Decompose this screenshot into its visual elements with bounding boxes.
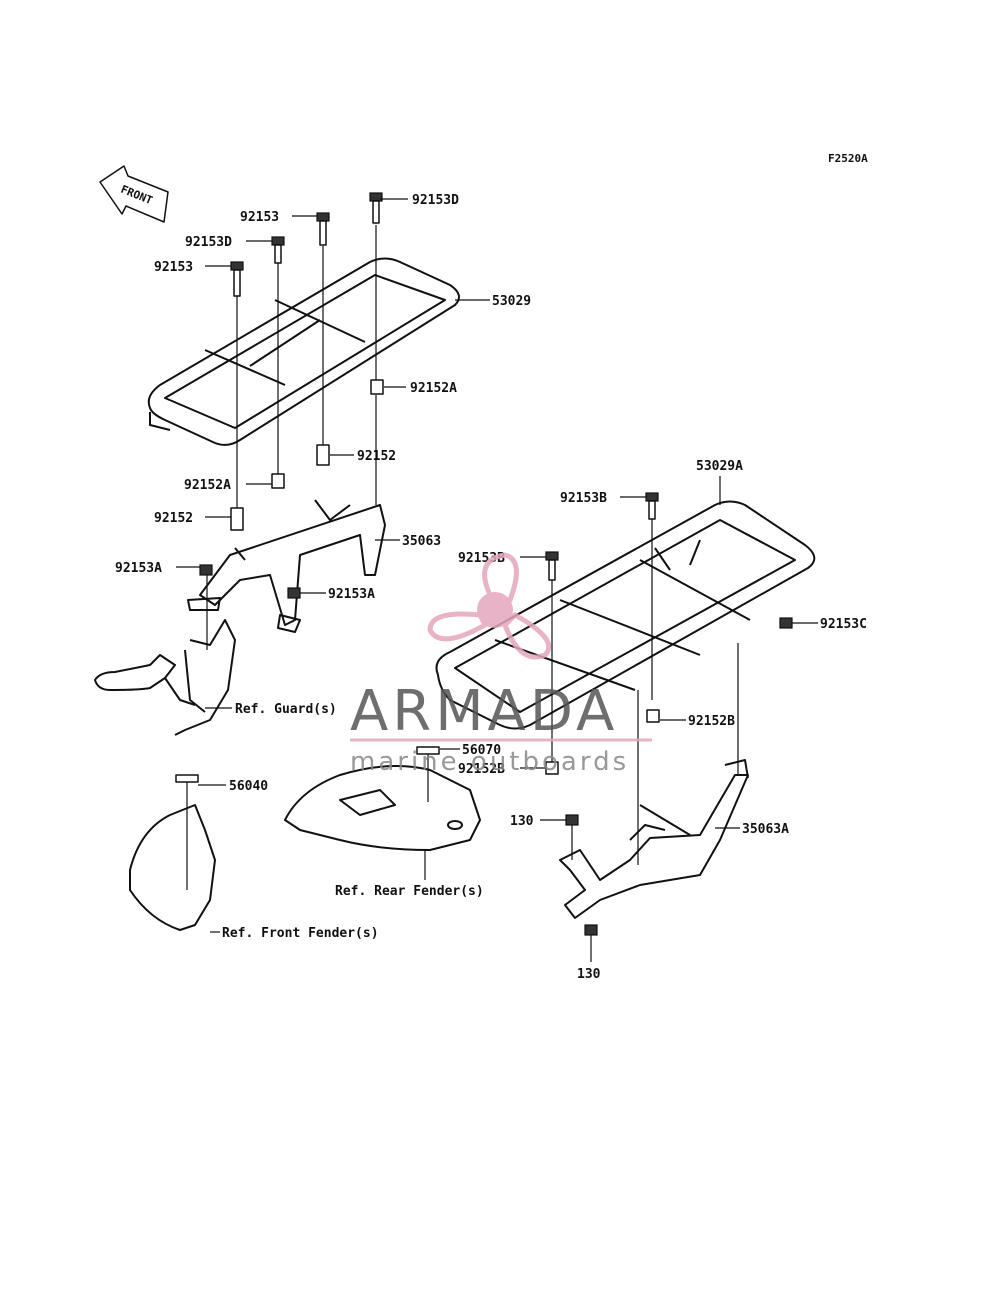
bolt-92153d-mid-icon xyxy=(271,236,285,264)
label-130-bottom: 130 xyxy=(577,967,601,982)
label-92153a-mid: 92153A xyxy=(328,587,375,602)
bolt-92153b-mid-icon xyxy=(545,551,559,581)
front-fender-reference xyxy=(129,774,216,931)
propeller-logo-icon xyxy=(427,552,552,660)
bolt-92153d-top-icon xyxy=(369,192,383,224)
bolt-92153-top-icon xyxy=(316,212,330,246)
front-direction-arrow: FRONT xyxy=(99,165,169,223)
label-92152b-right: 92152B xyxy=(688,714,735,729)
bolt-92153a-mid-icon xyxy=(287,587,301,599)
label-53029: 53029 xyxy=(492,294,531,309)
watermark-brand: ARMADA xyxy=(350,679,618,744)
label-leaders xyxy=(176,198,818,962)
bolt-92153-left-icon xyxy=(230,261,244,297)
label-92152-mid: 92152 xyxy=(357,449,396,464)
label-92153-left: 92153 xyxy=(154,260,193,275)
label-53029a: 53029A xyxy=(696,459,743,474)
label-ref-rear-fender: Ref. Rear Fender(s) xyxy=(335,884,484,899)
label-56070: 56070 xyxy=(462,743,501,758)
left-assembly-leaders xyxy=(206,225,377,650)
collar-92152a-left-icon xyxy=(271,473,285,489)
label-35063a: 35063A xyxy=(742,822,789,837)
watermark-tagline: marine outboards xyxy=(350,747,629,777)
label-56040: 56040 xyxy=(229,779,268,794)
bolt-130-top-icon xyxy=(565,814,579,860)
label-92152b-mid: 92152B xyxy=(458,762,505,777)
label-92153a-left: 92153A xyxy=(115,561,162,576)
watermark: ARMADA marine outboards xyxy=(350,552,652,777)
rear-bracket-35063a xyxy=(559,759,749,919)
front-bracket-35063 xyxy=(187,499,386,633)
bolt-92153a-left-icon xyxy=(199,564,213,576)
collar-92152-mid-icon xyxy=(316,444,330,466)
bolt-92153b-top-icon xyxy=(645,492,659,520)
label-92152a-left: 92152A xyxy=(184,478,231,493)
bolt-130-bottom-icon xyxy=(584,924,598,936)
label-92153-top: 92153 xyxy=(240,210,279,225)
rear-fender-reference xyxy=(284,746,481,880)
right-assembly-leaders xyxy=(551,518,739,865)
label-92153d-top: 92153D xyxy=(412,193,459,208)
collar-92152-left-icon xyxy=(230,507,244,531)
label-92153c: 92153C xyxy=(820,617,867,632)
label-ref-guard: Ref. Guard(s) xyxy=(235,702,337,717)
label-92152-left: 92152 xyxy=(154,511,193,526)
label-35063: 35063 xyxy=(402,534,441,549)
front-carrier-rack xyxy=(147,257,460,446)
guard-reference xyxy=(94,619,236,736)
label-92153b-top: 92153B xyxy=(560,491,607,506)
label-ref-front-fender: Ref. Front Fender(s) xyxy=(222,926,379,941)
label-92152a-right: 92152A xyxy=(410,381,457,396)
label-92153d-mid: 92153D xyxy=(185,235,232,250)
label-92153b-mid: 92153B xyxy=(458,551,505,566)
bolt-92153c-icon xyxy=(779,617,793,629)
collar-92152b-right-icon xyxy=(646,709,660,723)
rear-carrier-rack xyxy=(435,500,816,730)
collar-92152a-right-icon xyxy=(370,379,384,395)
figure-code: F2520A xyxy=(828,152,868,165)
decal-56040-icon xyxy=(175,774,199,783)
label-130-top: 130 xyxy=(510,814,534,829)
